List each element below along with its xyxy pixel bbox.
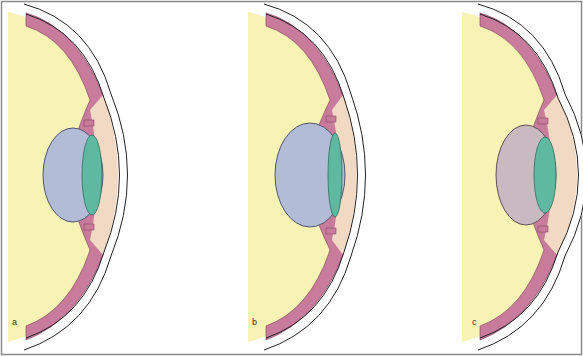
panel-letter: a [12, 318, 17, 327]
panel-letter: c [472, 318, 477, 327]
panel-letter: b [252, 318, 257, 327]
